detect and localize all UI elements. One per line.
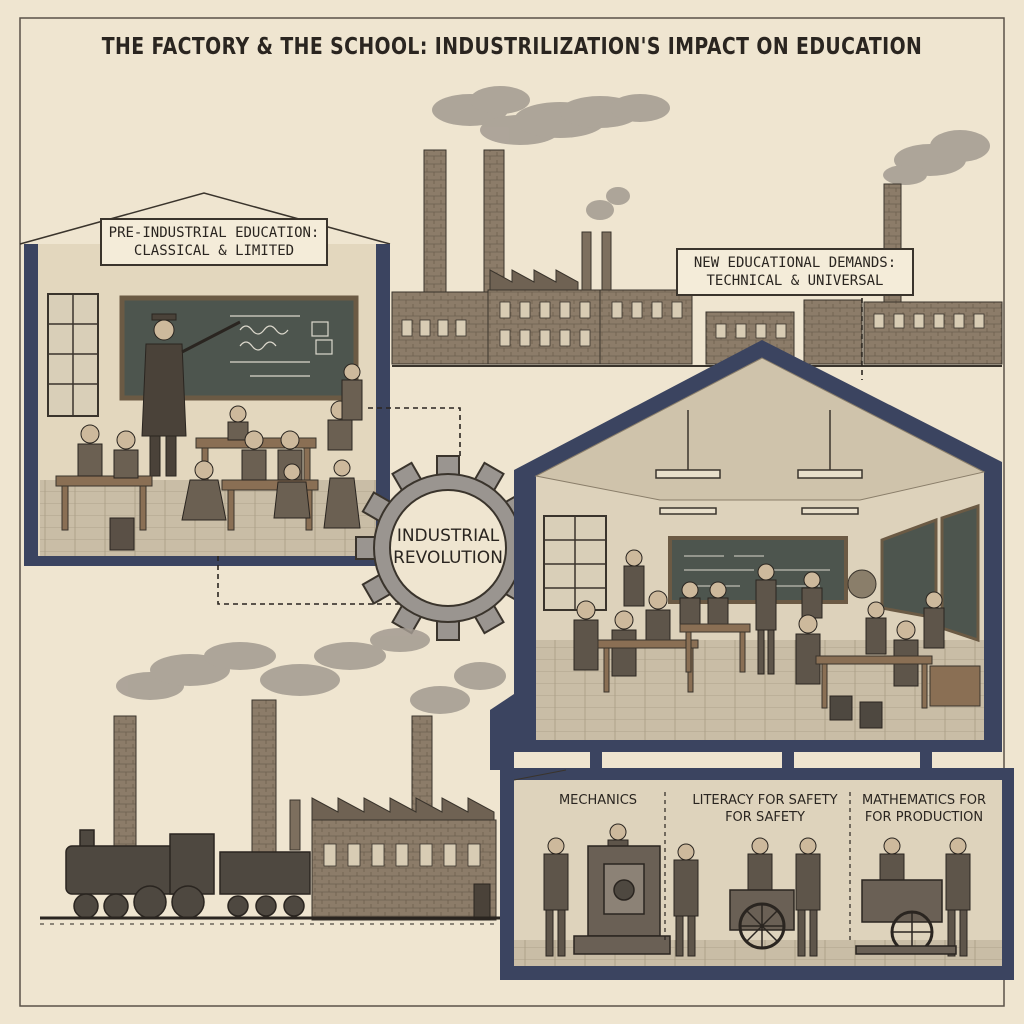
gear-label: INDUSTRIAL REVOLUTION (378, 525, 518, 569)
skill-literacy-line1: LITERACY FOR SAFETY (692, 793, 838, 808)
skill-mathematics: MATHEMATICS FOR FOR PRODUCTION (856, 792, 992, 826)
pre-industrial-label-line1: PRE-INDUSTRIAL EDUCATION: (108, 225, 320, 241)
modern-classroom (514, 340, 1002, 782)
skill-mathematics-line1: MATHEMATICS FOR (861, 793, 987, 808)
skill-mathematics-line2: FOR PRODUCTION (864, 810, 984, 825)
outer-border (19, 17, 1005, 1007)
skill-mechanics: MECHANICS (548, 792, 648, 809)
new-demands-label: NEW EDUCATIONAL DEMANDS: TECHNICAL & UNI… (676, 248, 914, 296)
train-and-factory (40, 628, 506, 925)
skill-literacy-line2: FOR SAFETY (725, 810, 805, 825)
skills-workshop (490, 694, 1014, 980)
new-demands-label-line2: TECHNICAL & UNIVERSAL (706, 273, 884, 289)
skill-literacy: LITERACY FOR SAFETY FOR SAFETY (680, 792, 850, 826)
connector-lines (217, 298, 863, 605)
gear-label-line2: REVOLUTION (393, 548, 503, 568)
new-demands-label-line1: NEW EDUCATIONAL DEMANDS: (693, 255, 897, 271)
pre-industrial-label-line2: CLASSICAL & LIMITED (133, 243, 295, 259)
factory-skyline (391, 86, 1003, 367)
pre-industrial-label: PRE-INDUSTRIAL EDUCATION: CLASSICAL & LI… (100, 218, 328, 266)
page-title: THE FACTORY & THE SCHOOL: INDUSTRILIZATI… (101, 34, 923, 60)
skill-mechanics-line1: MECHANICS (558, 793, 638, 808)
gear-label-line1: INDUSTRIAL (396, 526, 500, 546)
gear-icon (355, 455, 541, 641)
pre-industrial-classroom (19, 192, 391, 566)
